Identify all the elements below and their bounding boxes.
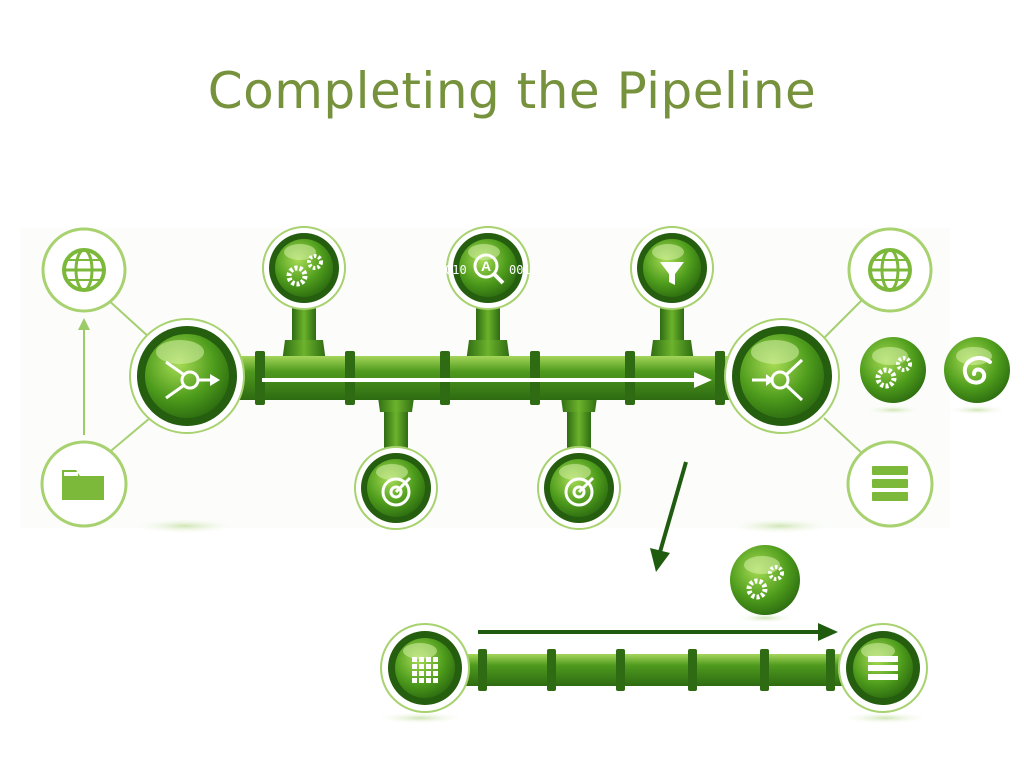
binary-text-right: 001	[509, 263, 531, 277]
slide-title: Completing the Pipeline	[207, 62, 817, 120]
lower-pipe	[445, 623, 865, 691]
flow-down-arrow	[650, 461, 688, 572]
connector-lines	[105, 297, 865, 456]
gears-icon	[860, 337, 926, 415]
database-icon	[846, 440, 934, 528]
gears-icon	[730, 545, 800, 623]
merge-node-icon	[129, 318, 245, 434]
svg-text:A: A	[481, 258, 491, 274]
split-node-icon	[724, 318, 840, 434]
filter-icon	[630, 226, 714, 310]
upload-arrow	[78, 318, 90, 435]
swirl-icon	[944, 337, 1010, 415]
gauge-icon	[354, 446, 438, 530]
grid-icon	[380, 623, 470, 713]
list-icon	[838, 623, 928, 713]
folder-icon	[40, 440, 128, 528]
search-a-icon: A 010 001	[445, 226, 531, 310]
globe-icon-right	[847, 227, 933, 313]
binary-text-left: 010	[445, 263, 467, 277]
main-pipe	[220, 351, 760, 405]
globe-icon-left	[41, 227, 127, 313]
gauge-icon	[537, 446, 621, 530]
gears-icon	[262, 226, 346, 310]
